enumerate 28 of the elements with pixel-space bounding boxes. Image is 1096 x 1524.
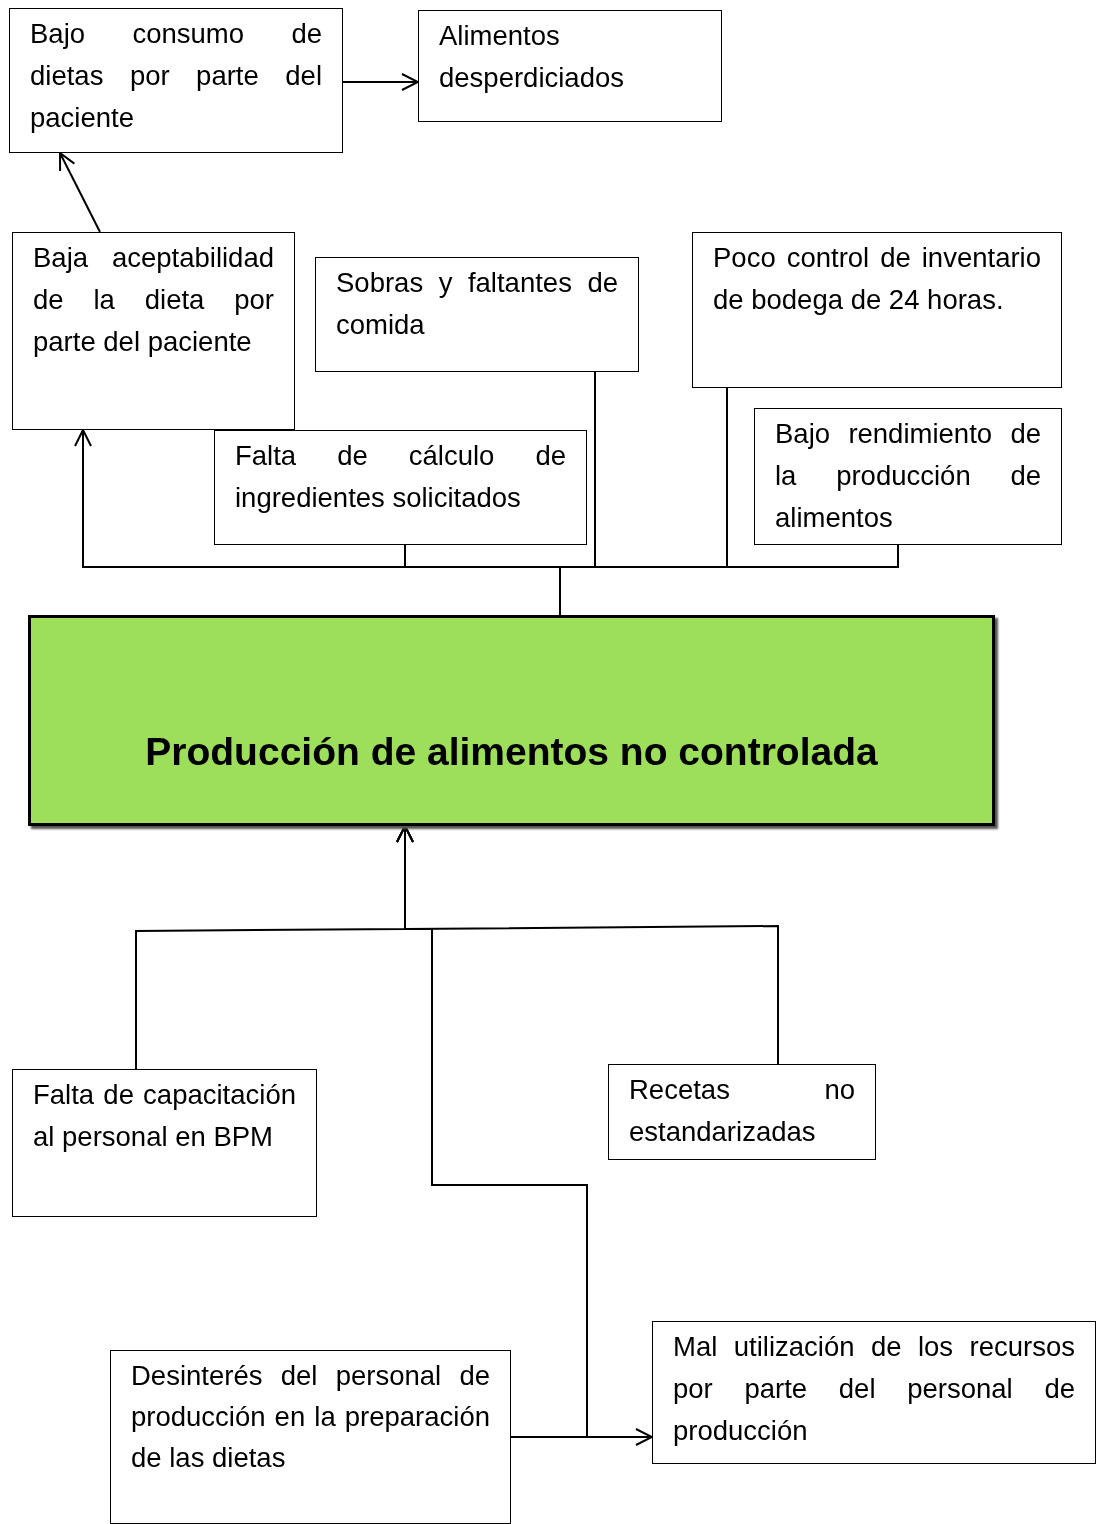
cause-effect-box [754, 408, 1062, 545]
cause-effect-box [418, 10, 722, 122]
cause-effect-box [12, 232, 295, 430]
connector-arrow [59, 152, 101, 233]
cause-effect-box [692, 232, 1062, 388]
problem-title: Producción de alimentos no controlada [145, 729, 878, 776]
connector-arrow [342, 73, 419, 91]
box-text: Mal utilización de los recursos por parte del personal de producción [673, 1330, 1075, 1448]
cause-effect-box [608, 1064, 876, 1160]
connector-arrow [396, 825, 588, 1438]
box-text: Falta de capacitación al personal en BPM [33, 1078, 296, 1154]
connector-arrow [510, 1428, 653, 1446]
box-text: Baja aceptabilidad de la dieta por parte del paciente [33, 241, 274, 359]
cause-effect-box [315, 257, 639, 372]
box-text: Sobras y faltantes de comida [336, 266, 618, 342]
box-text: Bajo rendimiento de la producción de alimentos [775, 417, 1041, 535]
cause-effect-box [652, 1321, 1096, 1464]
problem-box [28, 615, 995, 826]
box-text: Recetas no estandarizadas [629, 1073, 855, 1149]
box-text: Poco control de inventario de bodega de 24 horas. [713, 241, 1041, 317]
box-text: Alimentos desperdiciados [439, 19, 625, 95]
cause-effect-box [110, 1350, 511, 1524]
box-text: Falta de cálculo de ingredientes solicitados [235, 439, 566, 515]
box-text: Desinterés del personal de producción en la preparación de las dietas [131, 1359, 490, 1475]
cause-effect-box [12, 1069, 317, 1217]
cause-effect-box [9, 8, 343, 153]
box-text: Bajo consumo de dietas por parte del paciente [30, 17, 322, 135]
cause-effect-box [214, 430, 587, 545]
